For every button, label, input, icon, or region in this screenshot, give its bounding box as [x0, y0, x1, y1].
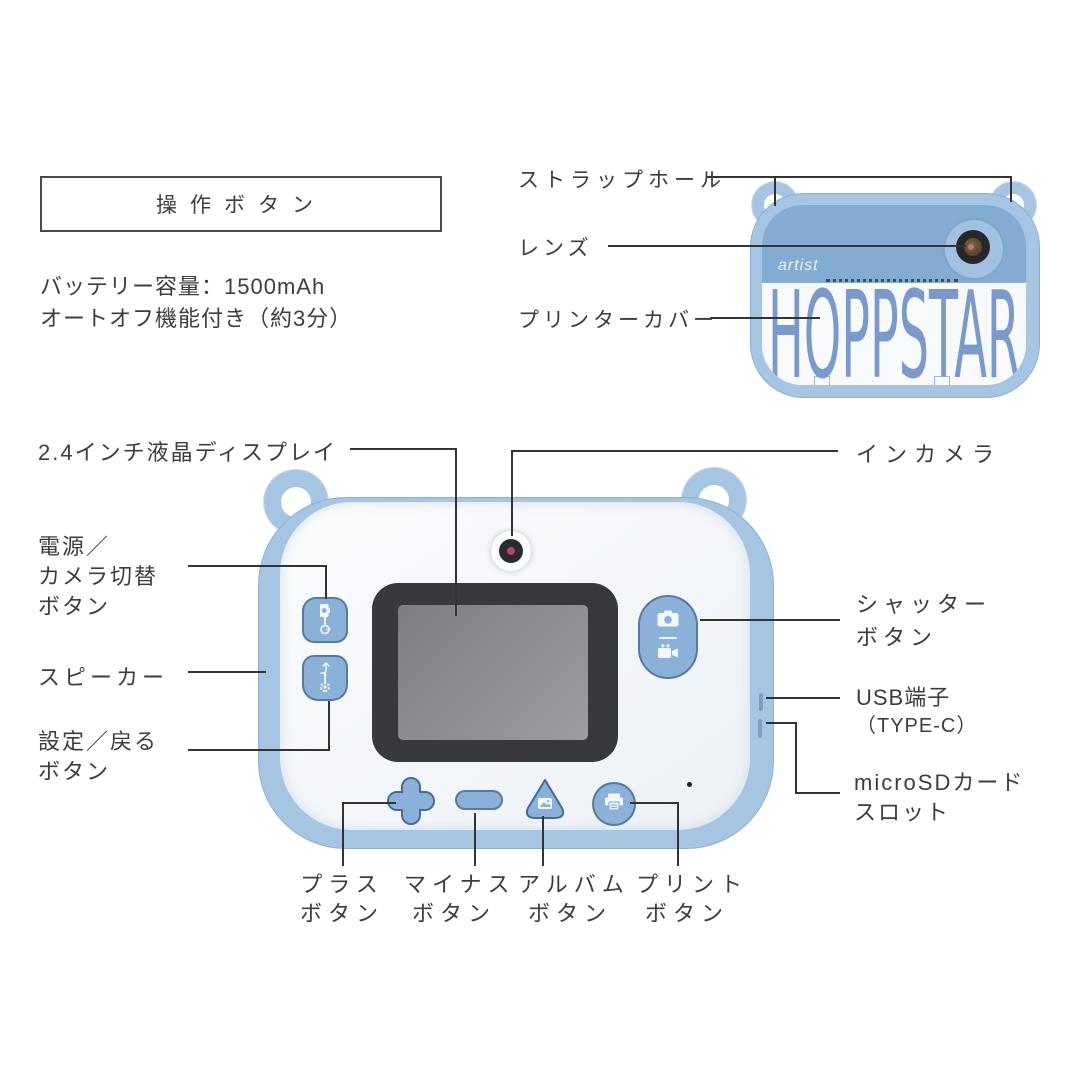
- ops-box-label: 操作ボタン: [156, 194, 326, 217]
- label-print-button: プリント ボタン: [636, 872, 749, 926]
- leader-power-h: [188, 565, 327, 567]
- video-camera-icon: [657, 644, 679, 664]
- power-camera-switch-button[interactable]: [302, 597, 348, 643]
- label-usb-port: USB端子 （TYPE-C）: [856, 685, 978, 737]
- label-album-button: アルバム ボタン: [518, 872, 630, 926]
- leader-album-v: [542, 816, 544, 866]
- leader-usb: [766, 697, 840, 699]
- camera-switch-icon: [320, 604, 331, 618]
- auto-off-spec: オートオフ機能付き（約3分）: [40, 306, 353, 331]
- screen: [398, 605, 588, 740]
- leader-sd-h2: [795, 792, 840, 794]
- shutter-button[interactable]: [638, 595, 698, 679]
- leader-strap-drop-left: [774, 176, 776, 206]
- camera-back-view: artist HOPPSTAR: [748, 170, 1040, 398]
- camera-icon: [657, 610, 679, 632]
- label-speaker: スピーカー: [38, 665, 169, 690]
- minus-button[interactable]: [455, 790, 503, 810]
- leader-strap: [707, 176, 1012, 178]
- label-lens: レンズ: [518, 237, 593, 260]
- label-printer-cover: プリンターカバー: [518, 309, 718, 332]
- leader-sd-h1: [766, 722, 797, 724]
- svg-text:HOPPSTAR: HOPPSTAR: [768, 284, 1020, 385]
- usb-port: [759, 693, 763, 711]
- leader-settings-h: [188, 749, 330, 751]
- camera-front-view: [258, 462, 774, 849]
- leader-plus-h: [342, 802, 396, 804]
- leader-print-h: [630, 802, 679, 804]
- leader-printer-cover: [710, 317, 820, 319]
- brand-logo: HOPPSTAR: [768, 284, 1020, 385]
- leader-minus-v: [474, 813, 476, 866]
- leader-display-h: [350, 448, 457, 450]
- print-button[interactable]: [592, 782, 636, 826]
- leader-incamera-h: [511, 450, 838, 452]
- image-icon: [538, 798, 552, 809]
- printer-icon: [604, 793, 624, 816]
- leader-print-v: [677, 802, 679, 866]
- artist-logo: artist: [778, 257, 819, 274]
- label-microsd-slot: microSDカード スロット: [854, 770, 1025, 825]
- cover-tab-right: [934, 376, 950, 385]
- settings-back-button[interactable]: [302, 655, 348, 701]
- label-settings-button: 設定／戻る ボタン: [38, 729, 159, 784]
- in-camera-led: [507, 547, 515, 555]
- leader-power-v: [325, 565, 327, 599]
- leader-strap-drop-right: [1010, 176, 1012, 202]
- cover-tab-left: [814, 376, 830, 385]
- label-in-camera: インカメラ: [856, 442, 1002, 467]
- battery-spec: バッテリー容量：1500mAh: [40, 274, 326, 299]
- label-plus-button: プラス ボタン: [300, 872, 385, 926]
- leader-plus-v: [342, 802, 344, 866]
- leader-settings-v: [328, 701, 330, 751]
- leader-speaker: [188, 671, 266, 673]
- label-minus-button: マイナス ボタン: [404, 872, 516, 926]
- ops-box: 操作ボタン: [40, 176, 442, 232]
- lens-highlight: [968, 244, 974, 250]
- label-power-button: 電源／ カメラ切替 ボタン: [38, 534, 159, 619]
- leader-lens: [608, 245, 966, 247]
- button-divider: [659, 637, 677, 639]
- printer-slot: [826, 279, 958, 282]
- power-icon: [319, 624, 331, 635]
- label-shutter-button: シャッター ボタン: [856, 592, 992, 650]
- label-strap-hole: ストラップホール: [518, 169, 726, 192]
- leader-sd-v: [795, 722, 797, 794]
- label-display: 2.4インチ液晶ディスプレイ: [38, 440, 338, 465]
- microsd-slot: [758, 719, 762, 738]
- plus-button[interactable]: [385, 776, 437, 826]
- mic-hole: [687, 782, 692, 787]
- leader-shutter: [700, 619, 840, 621]
- gear-icon: [319, 681, 331, 693]
- album-button[interactable]: [520, 776, 570, 821]
- leader-incamera-v: [511, 450, 513, 536]
- leader-display-v: [455, 448, 457, 616]
